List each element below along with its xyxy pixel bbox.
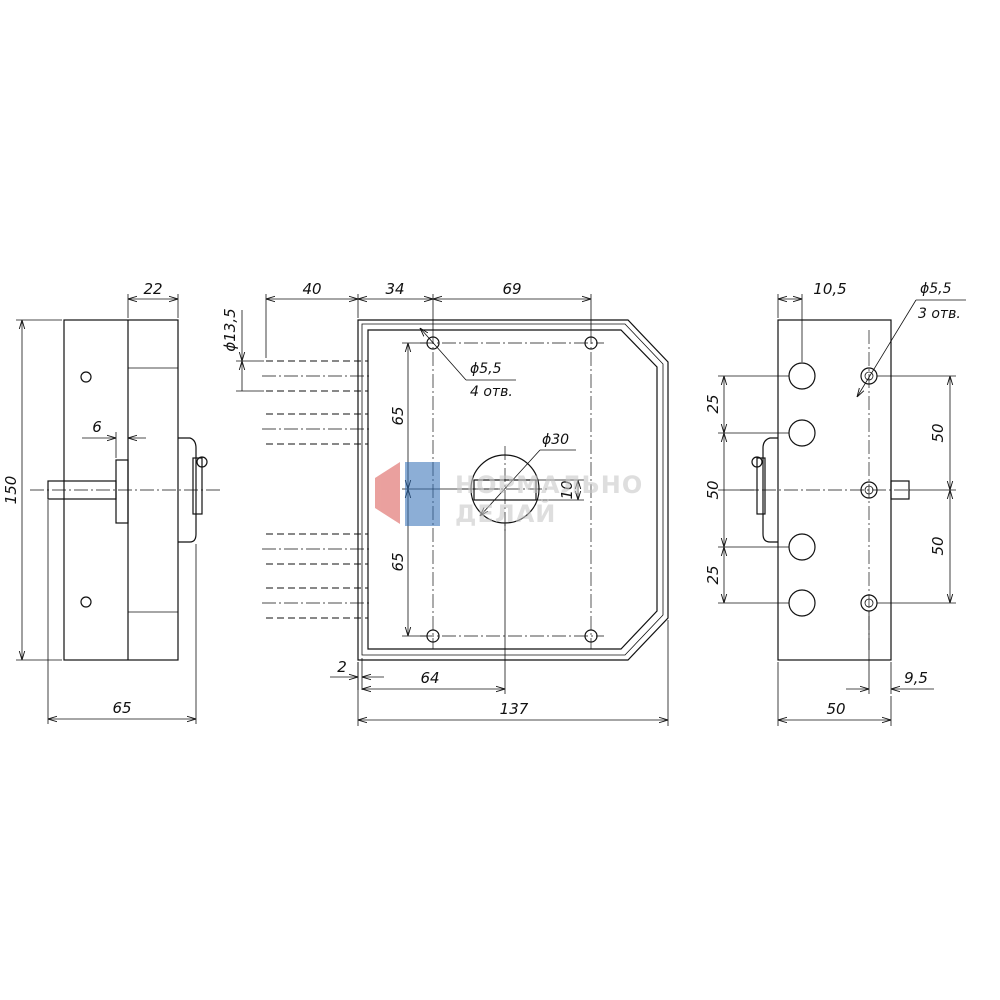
watermark-text-line1: НОРМАЛЬНО bbox=[455, 471, 643, 499]
dim-side-width-top: 22 bbox=[143, 280, 162, 298]
dim-bolt-length: 40 bbox=[302, 280, 321, 298]
label-mount-hole-count: 4 отв. bbox=[470, 384, 513, 400]
dim-cylinder-slot: 10 bbox=[558, 480, 576, 499]
label-plate-hole-diameter: ϕ5,5 bbox=[920, 281, 952, 297]
watermark-text-line2: ДЕЛАЙ bbox=[455, 499, 556, 528]
dim-shaft-offset: 6 bbox=[92, 418, 102, 436]
label-cylinder-diameter: ϕ30 bbox=[542, 432, 569, 448]
dim-hole-x2: 69 bbox=[502, 280, 521, 298]
dim-total-width: 137 bbox=[500, 700, 529, 718]
watermark-logo-red-mark bbox=[375, 462, 400, 524]
side-view: 22 150 6 65 bbox=[2, 280, 220, 724]
dim-hole-spacing-lower: 65 bbox=[389, 552, 407, 571]
dim-plate-bottom-offset: 9,5 bbox=[904, 669, 928, 687]
dim-hole-spacing-upper: 65 bbox=[389, 406, 407, 425]
dim-plate-left-25-upper: 25 bbox=[704, 394, 722, 413]
dim-side-depth: 65 bbox=[112, 699, 131, 717]
label-plate-hole-count: 3 отв. bbox=[918, 306, 961, 322]
bolts-hidden bbox=[262, 360, 372, 619]
dim-edge-offset: 2 bbox=[337, 658, 347, 676]
dim-hole-x1: 34 bbox=[385, 280, 404, 298]
label-mount-hole-diameter: ϕ5,5 bbox=[470, 361, 502, 377]
watermark-logo-blue-mark bbox=[405, 462, 440, 526]
dim-bolt-diameter: ϕ13,5 bbox=[221, 308, 239, 351]
dim-cylinder-x: 64 bbox=[420, 669, 439, 687]
dim-side-height: 150 bbox=[2, 476, 20, 505]
dim-plate-right-50-lower: 50 bbox=[929, 536, 947, 555]
watermark-logo bbox=[375, 462, 440, 526]
dim-plate-left-50: 50 bbox=[704, 480, 722, 499]
front-view: 40 ϕ13,5 34 69 65 65 ϕ5,5 4 отв. ϕ30 bbox=[221, 280, 669, 726]
plate-view: 10,5 ϕ5,5 3 отв. 25 50 25 50 50 9,5 bbox=[704, 280, 966, 726]
dim-plate-right-50-upper: 50 bbox=[929, 423, 947, 442]
dim-plate-left-25-lower: 25 bbox=[704, 565, 722, 584]
dim-plate-top-offset: 10,5 bbox=[813, 280, 846, 298]
dim-plate-width: 50 bbox=[826, 700, 845, 718]
